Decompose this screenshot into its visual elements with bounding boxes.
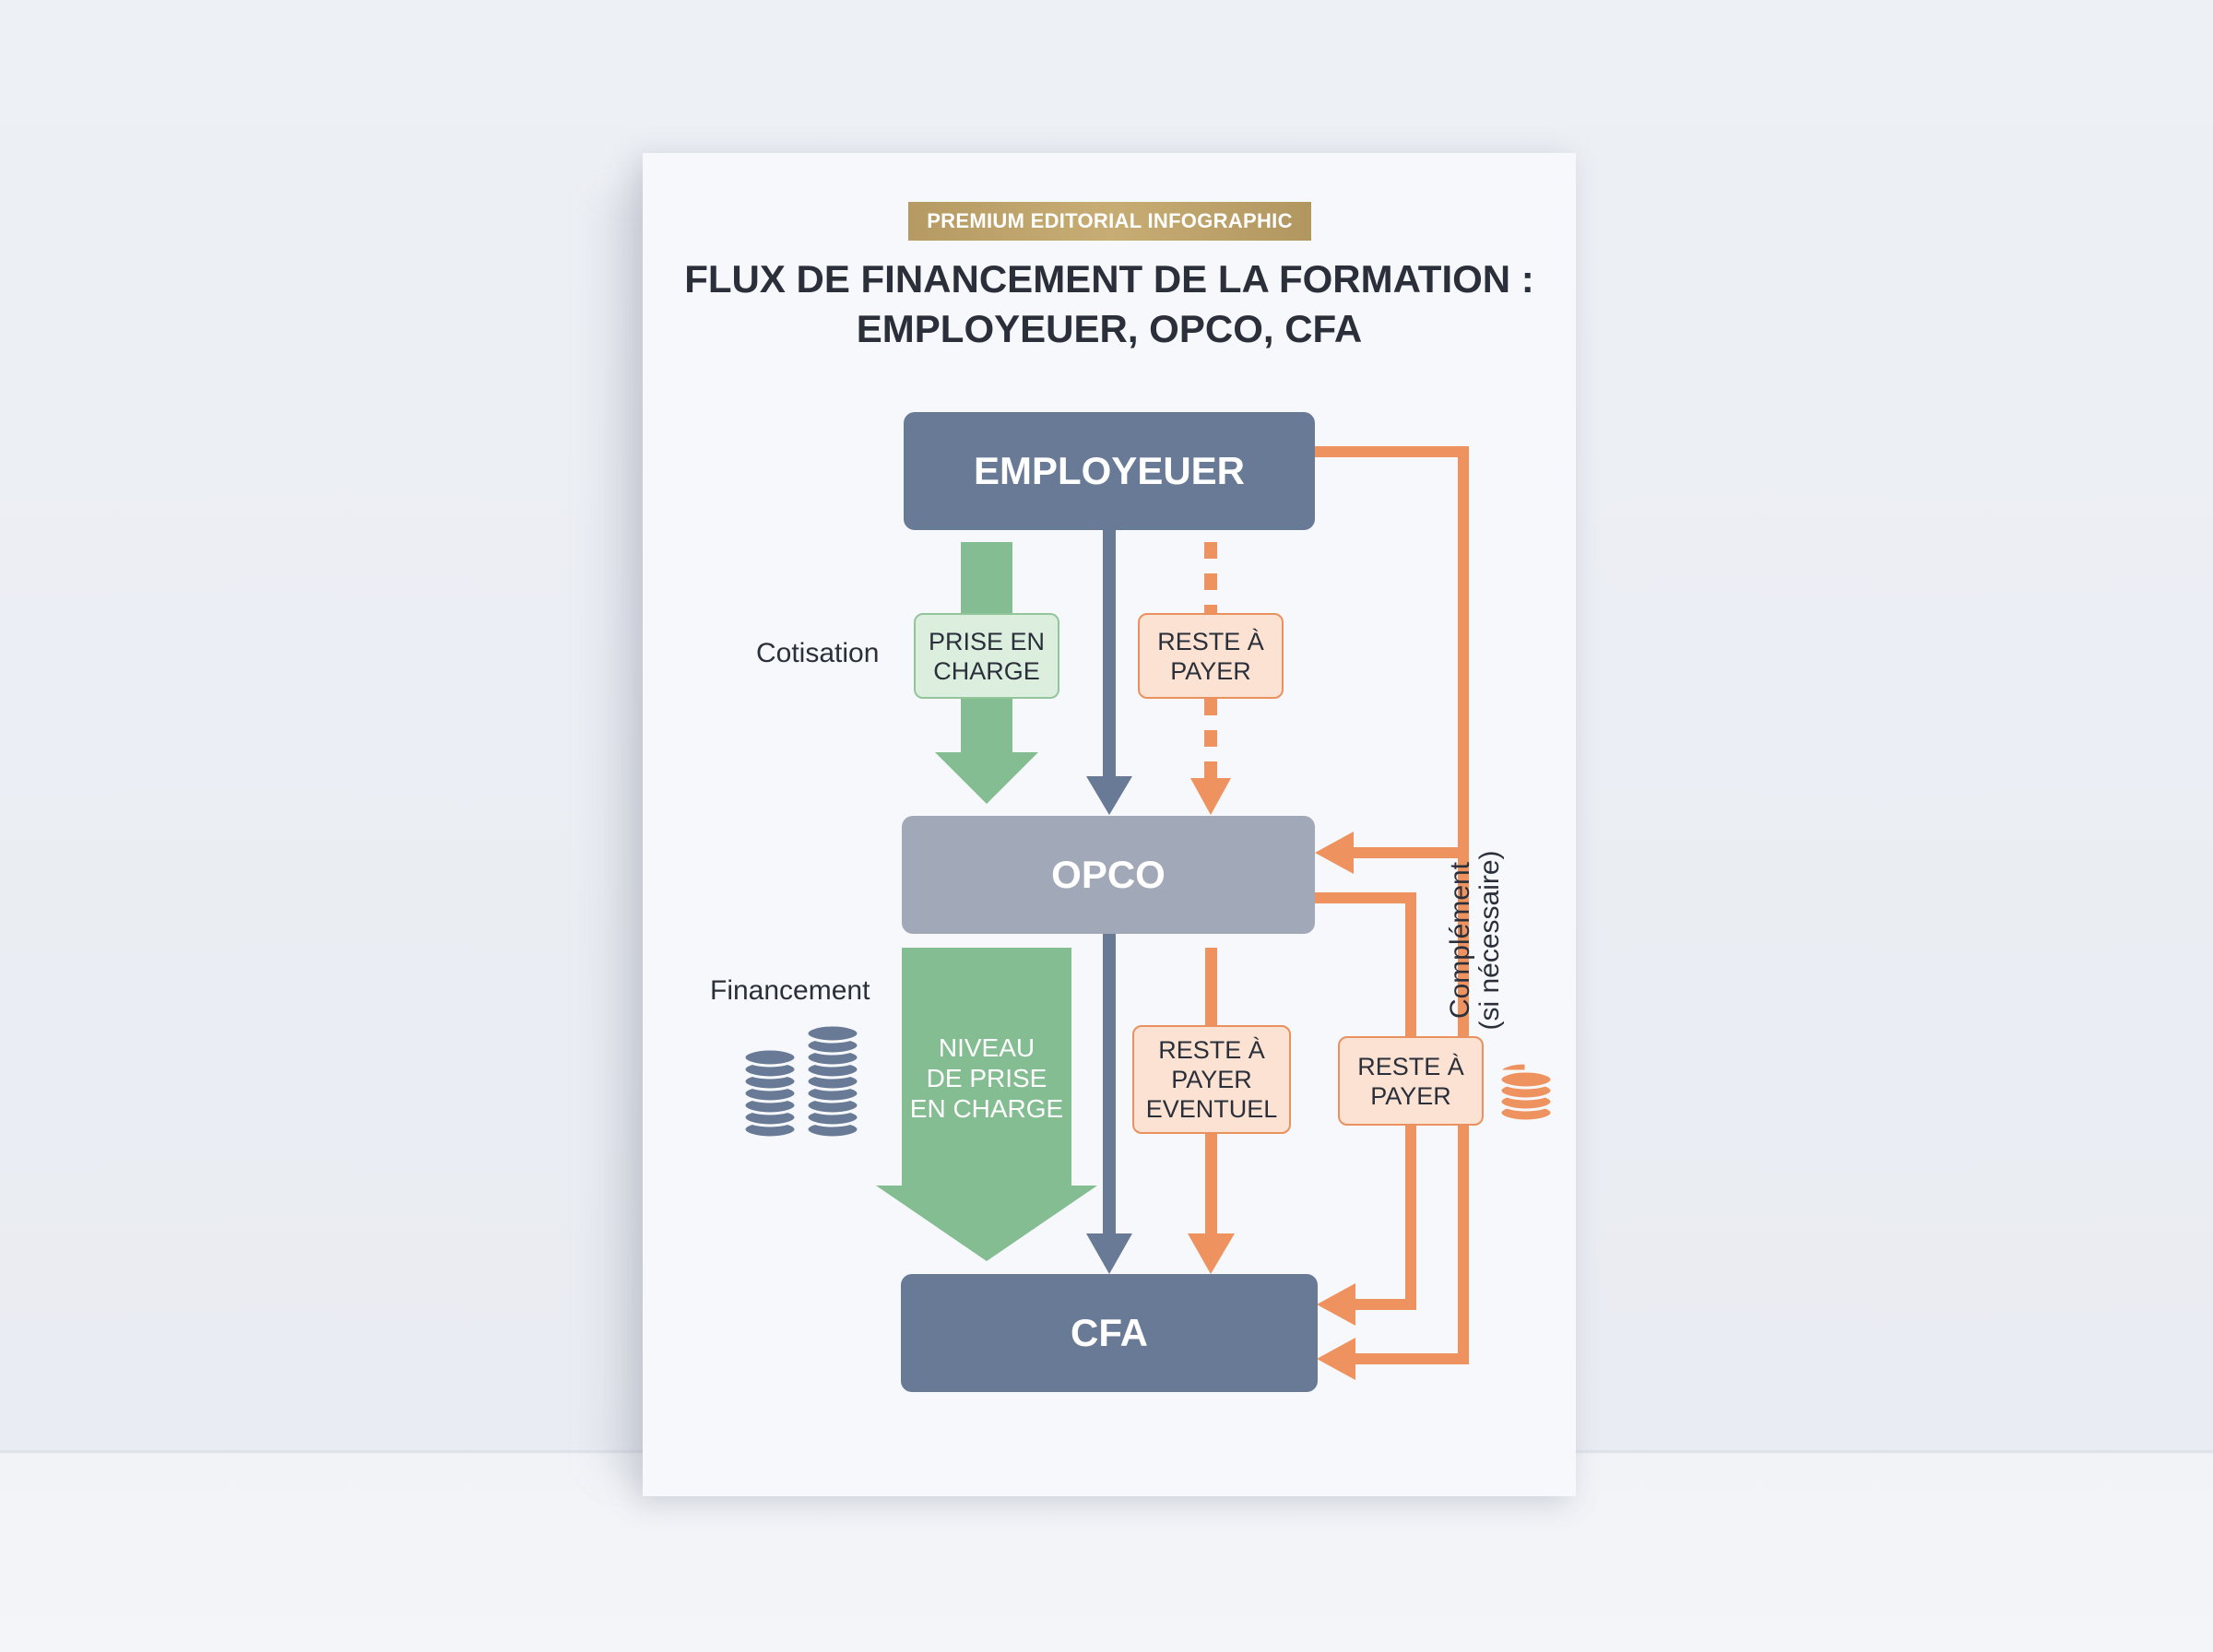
prise-en-charge-line-1: PRISE EN xyxy=(928,627,1046,655)
page-title: FLUX DE FINANCEMENT DE LA FORMATION : EM… xyxy=(664,254,1555,354)
financement-label: Financement xyxy=(710,975,870,1006)
employeur-node: EMPLOYEUER xyxy=(904,412,1315,530)
prise-en-charge-line-2: CHARGE xyxy=(933,656,1040,685)
reste-a-payer-top-line-1: RESTE À xyxy=(1157,627,1264,655)
premium-badge: PREMIUM EDITORIAL INFOGRAPHIC xyxy=(908,202,1311,241)
complement-arrowhead-cfa xyxy=(1317,1338,1355,1380)
cfa-label: CFA xyxy=(1071,1311,1148,1354)
orange-coins-icon xyxy=(1498,1061,1554,1123)
opco-node: OPCO xyxy=(902,816,1315,934)
reste-a-payer-eventuel-line-2: PAYER xyxy=(1171,1066,1252,1093)
reste-a-payer-right-line-1: RESTE À xyxy=(1357,1052,1464,1080)
cfa-node: CFA xyxy=(901,1274,1318,1392)
reste-a-payer-top-line-2: PAYER xyxy=(1170,656,1251,685)
poster-shadow xyxy=(590,194,645,1475)
niveau-prise-en-charge-text: NIVEAU DE PRISE EN CHARGE xyxy=(899,1032,1074,1124)
complement-line-2: (si nécessaire) xyxy=(1474,850,1505,1031)
prise-en-charge-pill: PRISE EN CHARGE xyxy=(914,613,1059,699)
complement-loop xyxy=(1314,446,1469,1364)
reste-a-payer-right-pill: RESTE À PAYER xyxy=(1338,1036,1484,1126)
cotisation-label: Cotisation xyxy=(756,638,880,668)
reste-a-payer-top-pill: RESTE À PAYER xyxy=(1138,613,1284,699)
opco-cfa-right-arrowhead xyxy=(1317,1283,1355,1326)
reste-a-payer-eventuel-line-1: RESTE À xyxy=(1158,1036,1265,1064)
opco-label: OPCO xyxy=(1051,853,1166,896)
niveau-line-3: EN CHARGE xyxy=(909,1094,1064,1123)
employeur-opco-arrow xyxy=(1086,525,1132,815)
niveau-prise-en-charge-arrow xyxy=(876,948,1097,1261)
title-line-2: EMPLOYEUER, OPCO, CFA xyxy=(856,307,1363,350)
title-line-1: FLUX DE FINANCEMENT DE LA FORMATION : xyxy=(684,257,1534,301)
employeur-label: EMPLOYEUER xyxy=(973,449,1246,492)
complement-line-1: Complément xyxy=(1445,861,1475,1020)
niveau-line-2: DE PRISE xyxy=(926,1064,1047,1092)
niveau-line-1: NIVEAU xyxy=(938,1033,1035,1062)
reste-a-payer-right-line-2: PAYER xyxy=(1370,1081,1451,1110)
coins-stack-icon xyxy=(742,1023,860,1139)
opco-cfa-arrow xyxy=(1086,931,1132,1274)
complement-arrowhead-opco xyxy=(1315,832,1354,874)
reste-a-payer-dashed-arrow xyxy=(1190,542,1231,815)
reste-a-payer-eventuel-pill: RESTE À PAYER EVENTUEL xyxy=(1132,1025,1291,1134)
reste-a-payer-eventuel-line-3: EVENTUEL xyxy=(1145,1095,1278,1123)
